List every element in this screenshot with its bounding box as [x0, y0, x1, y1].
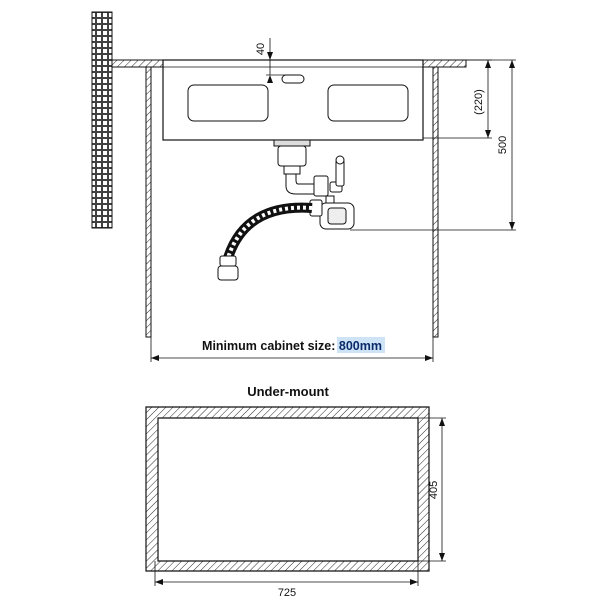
- sink-body: [162, 59, 424, 141]
- cabinet-size-note: Minimum cabinet size: 800mm: [202, 339, 382, 353]
- cabinet-right-panel: [432, 66, 439, 338]
- undermount-cutout: [145, 406, 430, 572]
- section-title: Under-mount: [247, 384, 329, 399]
- faucet-hole-dimension-label: 40: [255, 43, 267, 55]
- cabinet-left-panel: [145, 66, 152, 338]
- dimension-faucet-hole: 40: [255, 38, 290, 83]
- cabinet-size-prefix: Minimum cabinet size:: [202, 339, 339, 353]
- drain-assembly: [273, 139, 355, 230]
- bowl-depth-dimension-label: (220): [473, 89, 485, 115]
- dimension-cabinet-depth: 500: [350, 59, 516, 231]
- cabinet-depth-dimension-label: 500: [497, 136, 509, 154]
- cabinet-size-value: 800: [339, 339, 360, 353]
- highlight-bg: [337, 337, 385, 353]
- cabinet-size-unit: mm: [360, 339, 382, 353]
- undermount-width-label: 725: [278, 587, 296, 599]
- undermount-depth-label: 405: [428, 481, 440, 499]
- dimension-undermount-depth: 405: [418, 417, 446, 562]
- faucet-hole: [281, 74, 305, 84]
- dimension-undermount-width: 725: [154, 561, 419, 599]
- flexible-hose: [217, 202, 313, 281]
- wall-tiles: [91, 11, 113, 229]
- minimum-cabinet-dimension: Minimum cabinet size: 800mm: [150, 337, 434, 362]
